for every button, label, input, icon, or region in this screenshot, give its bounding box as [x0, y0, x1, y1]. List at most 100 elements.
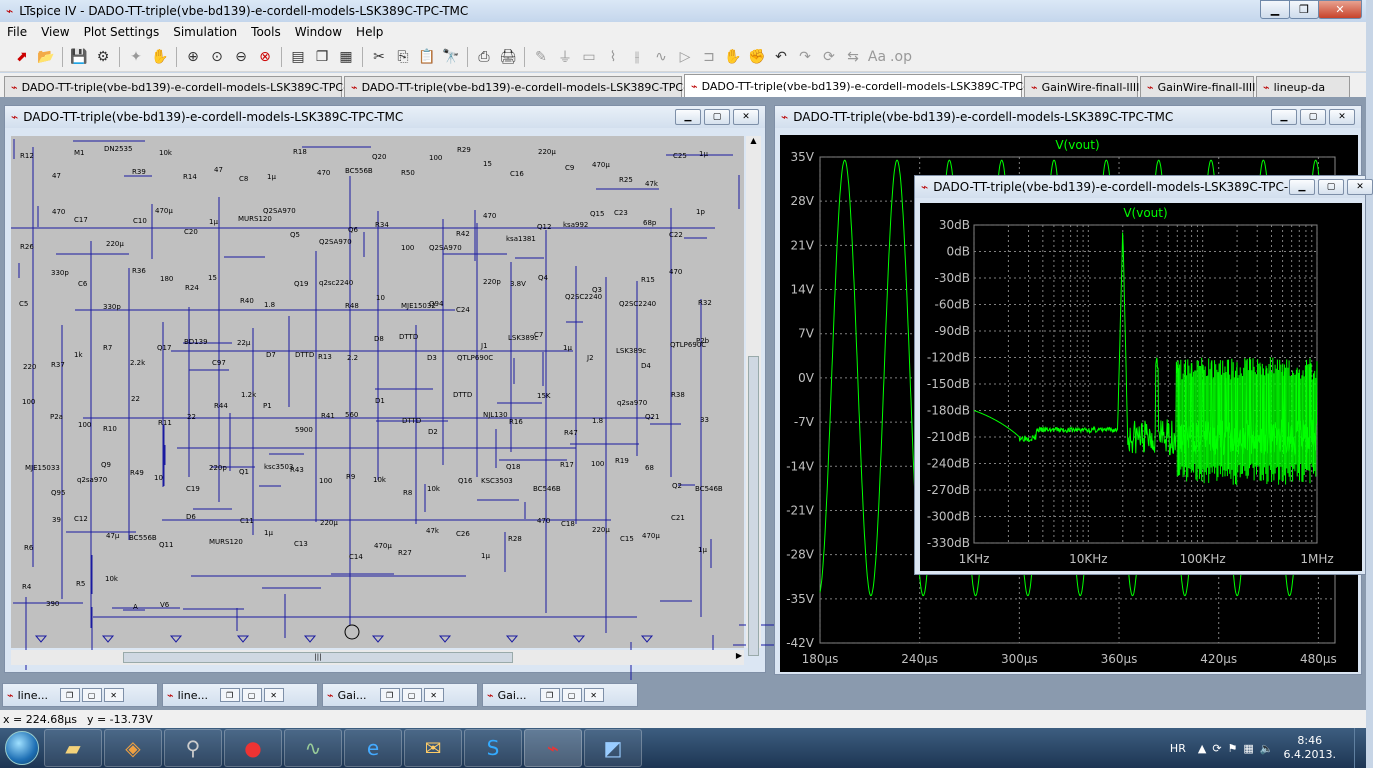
restore-icon[interactable]: ❐ — [219, 688, 240, 702]
tray-chevron-icon[interactable]: ▲ — [1197, 741, 1207, 755]
tab-schematic-3[interactable]: ⌁DADO-TT-triple(vbe-bd139)-e-cordell-mod… — [684, 74, 1050, 97]
find-icon[interactable]: 🔭 — [442, 48, 460, 65]
scroll-thumb-vertical[interactable] — [748, 356, 759, 656]
close-icon[interactable]: ✕ — [423, 688, 444, 702]
ground-icon[interactable]: ⏚ — [558, 49, 572, 66]
fft-plot-chart[interactable]: 30dB0dB-30dB-60dB-90dB-120dB-150dB-180dB… — [920, 203, 1362, 571]
wire-icon[interactable]: ✎ — [535, 48, 547, 65]
tab-lineup[interactable]: ⌁lineup-da — [1256, 76, 1350, 97]
minimized-window-line-2[interactable]: ⌁line...❐▢✕ — [162, 683, 318, 707]
print-icon[interactable]: ⎙ — [478, 48, 490, 65]
fft-plot-close-button[interactable]: ✕ — [1347, 179, 1373, 195]
menu-plot-settings[interactable]: Plot Settings — [83, 25, 160, 39]
zoom-fit-icon[interactable]: ⊗ — [259, 48, 271, 65]
inductor-icon[interactable]: ∿ — [655, 48, 667, 65]
time-plot-maximize-button[interactable]: ▢ — [1300, 109, 1326, 125]
fft-plot-maximize-button[interactable]: ▢ — [1318, 179, 1344, 195]
schematic-maximize-button[interactable]: ▢ — [704, 109, 730, 125]
minimized-window-gai-1[interactable]: ⌁Gai...❐▢✕ — [322, 683, 478, 707]
zoom-out-icon[interactable]: ⊖ — [235, 48, 247, 65]
tray-network-icon[interactable]: ▦ — [1243, 741, 1254, 755]
zoom-pan-icon[interactable]: ⊙ — [211, 48, 223, 65]
undo-icon[interactable]: ↶ — [775, 48, 787, 65]
taskbar-notes-icon[interactable]: ◩ — [584, 729, 642, 767]
maximize-icon[interactable]: ▢ — [401, 688, 422, 702]
schematic-close-button[interactable]: ✕ — [733, 109, 759, 125]
drag-icon[interactable]: ✊ — [748, 48, 766, 65]
tab-gainwire-2[interactable]: ⌁GainWire-finall-IIII — [1140, 76, 1255, 97]
move-icon[interactable]: ✋ — [724, 48, 742, 65]
text-icon[interactable]: Aa — [867, 48, 887, 65]
start-button[interactable] — [0, 728, 44, 768]
taskbar-network-tool-icon[interactable]: ⚲ — [164, 729, 222, 767]
scroll-up-arrow[interactable]: ▲ — [750, 136, 757, 145]
tile-icon[interactable]: ▦ — [339, 48, 353, 65]
tray-update-icon[interactable]: ⟳ — [1212, 741, 1222, 755]
zoom-in-icon[interactable]: ⊕ — [187, 48, 199, 65]
taskbar-ltspice-icon[interactable]: ⌁ — [524, 729, 582, 767]
tab-gainwire-1[interactable]: ⌁GainWire-finall-IIII — [1024, 76, 1139, 97]
redo-icon[interactable]: ↷ — [799, 48, 811, 65]
taskbar-burner-icon[interactable]: ● — [224, 729, 282, 767]
maximize-button[interactable]: ❐ — [1289, 0, 1319, 19]
maximize-icon[interactable]: ▢ — [561, 688, 582, 702]
time-plot-titlebar[interactable]: ⌁ DADO-TT-triple(vbe-bd139)-e-cordell-mo… — [775, 106, 1361, 128]
scroll-right-arrow[interactable]: ▶ — [735, 651, 742, 660]
copy-icon[interactable]: ⎘ — [397, 48, 409, 65]
maximize-icon[interactable]: ▢ — [241, 688, 262, 702]
menu-help[interactable]: Help — [356, 25, 384, 39]
scroll-thumb-horizontal[interactable]: ||| — [123, 652, 513, 663]
fft-plot-titlebar[interactable]: ⌁ DADO-TT-triple(vbe-bd139)-e-cordell-mo… — [915, 176, 1373, 198]
mirror-icon[interactable]: ⇆ — [847, 48, 859, 65]
pan-icon[interactable]: ✋ — [151, 48, 169, 65]
close-icon[interactable]: ✕ — [583, 688, 604, 702]
spice-directive-icon[interactable]: .op — [890, 48, 912, 65]
open-icon[interactable]: ⬈ — [16, 48, 28, 65]
close-icon[interactable]: ✕ — [263, 688, 284, 702]
minimized-window-gai-2[interactable]: ⌁Gai...❐▢✕ — [482, 683, 638, 707]
schematic-minimize-button[interactable]: ▁ — [675, 109, 701, 125]
taskbar-skype-icon[interactable]: S — [464, 729, 522, 767]
taskbar-installer-icon[interactable]: ◈ — [104, 729, 162, 767]
minimize-button[interactable]: ▁ — [1260, 0, 1290, 19]
taskbar-ie-icon[interactable]: e — [344, 729, 402, 767]
schematic-vertical-scrollbar[interactable]: ▲ — [746, 136, 761, 656]
maximize-icon[interactable]: ▢ — [81, 688, 102, 702]
capacitor-icon[interactable]: ⫲ — [634, 48, 640, 65]
cascade-icon[interactable]: ❐ — [315, 48, 329, 65]
tray-clock[interactable]: 8:46 6.4.2013. — [1284, 734, 1336, 762]
rotate-icon[interactable]: ⟳ — [823, 48, 835, 65]
label-icon[interactable]: ▭ — [582, 48, 596, 65]
tray-volume-icon[interactable]: 🔈 — [1259, 741, 1274, 755]
menu-simulation[interactable]: Simulation — [173, 25, 238, 39]
menu-view[interactable]: View — [41, 25, 70, 39]
taskbar-oscilloscope-icon[interactable]: ∿ — [284, 729, 342, 767]
close-icon[interactable]: ✕ — [103, 688, 124, 702]
run-icon[interactable]: ✦ — [130, 48, 142, 65]
taskbar-email-icon[interactable]: ✉ — [404, 729, 462, 767]
diode-icon[interactable]: ▷ — [679, 48, 691, 65]
menu-window[interactable]: Window — [294, 25, 343, 39]
close-button[interactable]: ✕ — [1318, 0, 1362, 19]
tab-schematic-1[interactable]: ⌁DADO-TT-triple(vbe-bd139)-e-cordell-mod… — [4, 76, 370, 97]
restore-icon[interactable]: ❐ — [59, 688, 80, 702]
language-indicator[interactable]: HR — [1169, 741, 1186, 755]
tile-horizontal-icon[interactable]: ▤ — [291, 48, 305, 65]
restore-icon[interactable]: ❐ — [379, 688, 400, 702]
time-plot-close-button[interactable]: ✕ — [1329, 109, 1355, 125]
schematic-horizontal-scrollbar[interactable]: ||| ▶ — [11, 650, 744, 665]
tray-action-center-icon[interactable]: ⚑ — [1227, 741, 1238, 755]
taskbar-explorer-icon[interactable]: ▰ — [44, 729, 102, 767]
schematic-window-titlebar[interactable]: ⌁ DADO-TT-triple(vbe-bd139)-e-cordell-mo… — [5, 106, 765, 128]
schematic-window[interactable]: ⌁ DADO-TT-triple(vbe-bd139)-e-cordell-mo… — [4, 105, 800, 686]
save-icon[interactable]: 💾 — [70, 48, 88, 65]
menu-tools[interactable]: Tools — [251, 25, 281, 39]
fft-plot-window[interactable]: ⌁ DADO-TT-triple(vbe-bd139)-e-cordell-mo… — [914, 175, 1373, 575]
cut-icon[interactable]: ✂ — [373, 48, 385, 65]
time-plot-minimize-button[interactable]: ▁ — [1271, 109, 1297, 125]
show-desktop-button[interactable] — [1354, 728, 1366, 768]
minimized-window-line-1[interactable]: ⌁line...❐▢✕ — [2, 683, 158, 707]
